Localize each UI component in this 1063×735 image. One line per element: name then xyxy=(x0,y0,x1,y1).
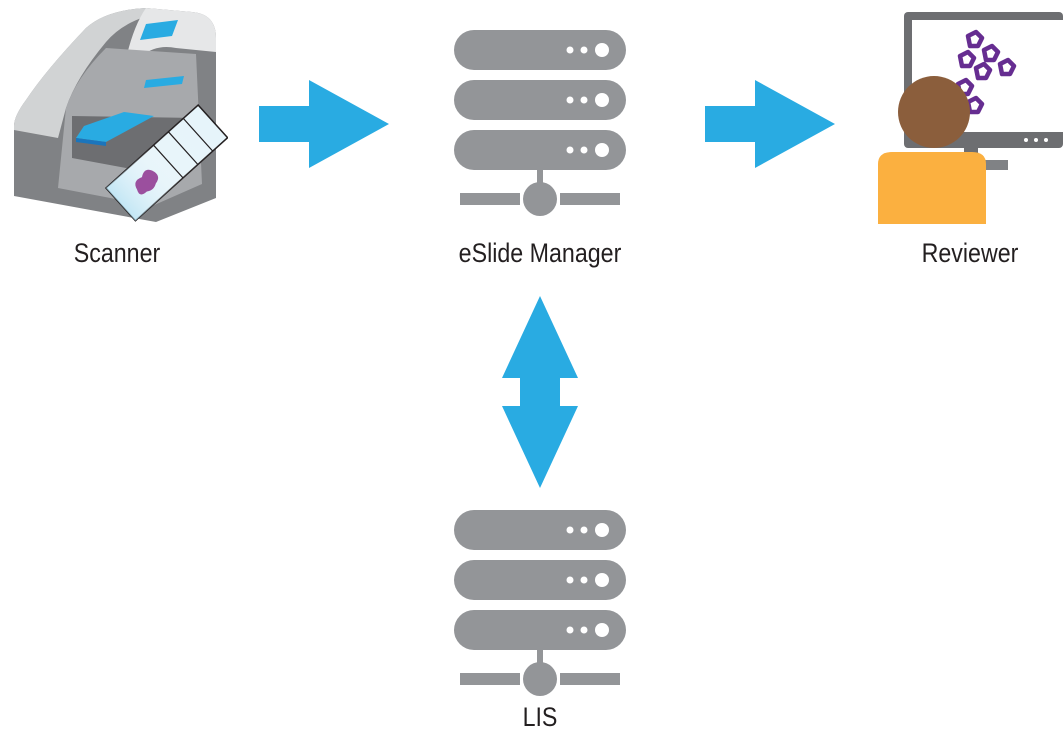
arrow-scanner-to-eslide xyxy=(259,80,389,168)
reviewer-at-monitor-icon xyxy=(878,12,1063,224)
arrow-eslide-lis-bidirectional xyxy=(502,296,578,488)
eslide-manager-server-icon xyxy=(454,30,626,216)
arrow-eslide-to-reviewer xyxy=(705,80,835,168)
eslide-manager-label: eSlide Manager xyxy=(458,238,622,268)
lis-server-icon xyxy=(454,510,626,696)
scanner-label: Scanner xyxy=(73,238,161,268)
lis-label: LIS xyxy=(522,702,558,732)
reviewer-label: Reviewer xyxy=(921,238,1019,268)
scanner-icon xyxy=(14,8,228,222)
